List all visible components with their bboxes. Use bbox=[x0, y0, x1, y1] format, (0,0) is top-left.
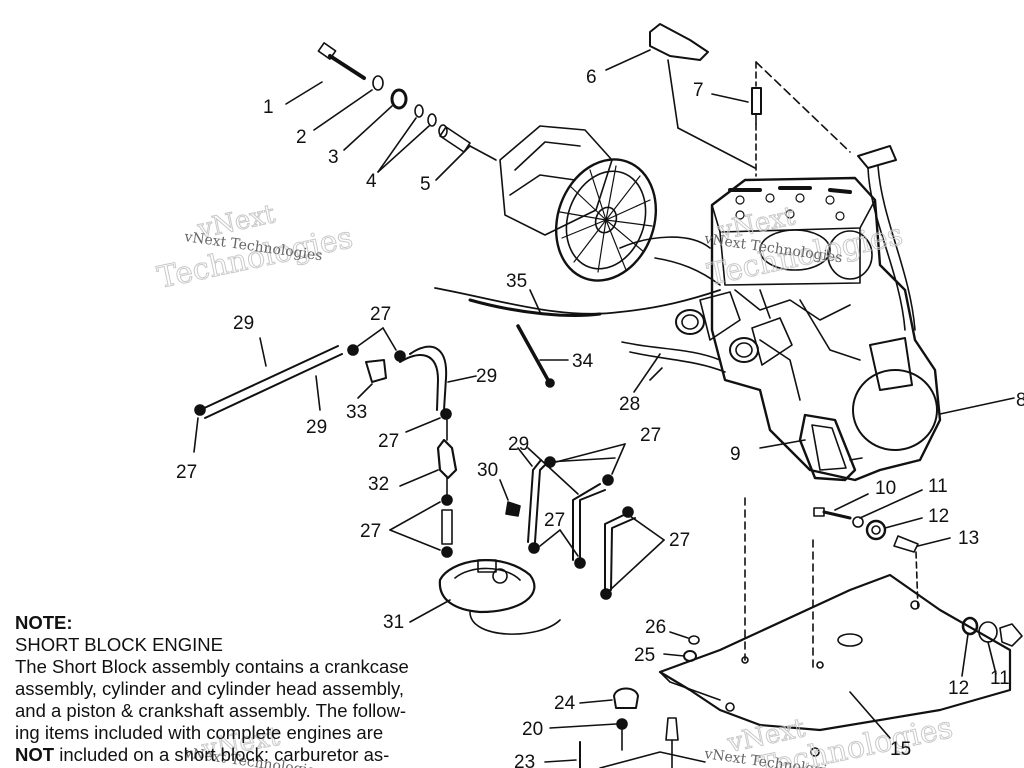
air-intake-part bbox=[759, 413, 863, 482]
callout-13: 13 bbox=[958, 528, 979, 549]
ring-part bbox=[343, 88, 408, 151]
damper-part bbox=[579, 687, 639, 709]
callout-5: 5 bbox=[420, 174, 431, 195]
note-line: assembly, cylinder and cylinder head ass… bbox=[15, 678, 405, 699]
callout-2: 2 bbox=[296, 127, 307, 148]
short-block-note: NOTE: SHORT BLOCK ENGINE The Short Block… bbox=[15, 612, 475, 766]
hose-clamp bbox=[389, 494, 453, 558]
callout-27: 27 bbox=[370, 304, 391, 325]
choke-cable bbox=[621, 341, 726, 393]
spark-plug-wire bbox=[857, 145, 916, 331]
carburetor-assembly bbox=[675, 289, 793, 366]
callout-29: 29 bbox=[233, 313, 254, 334]
callout-24: 24 bbox=[554, 693, 576, 714]
callout-31: 31 bbox=[383, 612, 404, 633]
callout-25: 25 bbox=[634, 645, 655, 666]
callout-23: 23 bbox=[514, 752, 535, 768]
callout-11-right: 11 bbox=[990, 668, 1010, 689]
tee-fitting-part bbox=[357, 359, 387, 399]
callout-27: 27 bbox=[176, 462, 197, 483]
callout-9: 9 bbox=[730, 444, 741, 465]
callout-29: 29 bbox=[476, 366, 497, 387]
fuel-line bbox=[199, 337, 477, 419]
callout-27: 27 bbox=[360, 521, 381, 542]
engine-mount-plate bbox=[658, 573, 1012, 739]
note-heading: NOTE: bbox=[15, 612, 73, 633]
throttle-cable bbox=[434, 236, 721, 317]
callout-20: 20 bbox=[522, 719, 543, 740]
callout-27: 27 bbox=[378, 431, 399, 452]
fitting-part bbox=[549, 717, 679, 768]
leader-line bbox=[939, 397, 1015, 415]
callout-27: 27 bbox=[640, 425, 661, 446]
callout-28: 28 bbox=[619, 394, 640, 415]
callout-3: 3 bbox=[328, 147, 339, 168]
bolt-part bbox=[285, 42, 366, 105]
hose-clamp bbox=[528, 443, 665, 600]
callout-33: 33 bbox=[346, 402, 367, 423]
callout-29: 29 bbox=[306, 417, 327, 438]
washer-part bbox=[313, 75, 384, 131]
callout-34: 34 bbox=[572, 351, 594, 372]
callout-32: 32 bbox=[368, 474, 389, 495]
callout-8: 8 bbox=[1016, 390, 1024, 411]
callout-1: 1 bbox=[263, 97, 274, 118]
hose-clamp bbox=[193, 327, 452, 453]
drive-clutch bbox=[499, 125, 658, 282]
long-bolt-part bbox=[516, 324, 569, 388]
stud-part bbox=[544, 741, 820, 768]
note-line: The Short Block assembly contains a cran… bbox=[15, 656, 409, 677]
nut-part bbox=[663, 631, 700, 662]
callout-6: 6 bbox=[586, 67, 597, 88]
callout-11: 11 bbox=[928, 476, 948, 497]
callout-15: 15 bbox=[890, 739, 911, 760]
fuel-pump-part bbox=[409, 559, 561, 635]
callout-4: 4 bbox=[366, 171, 377, 192]
callout-7: 7 bbox=[693, 80, 704, 101]
mount-hardware bbox=[813, 489, 951, 611]
note-line: NOT included on a short block: carbureto… bbox=[15, 744, 475, 766]
callout-labels: 1 2 3 4 5 6 7 8 9 10 11 12 13 12 11 15 2… bbox=[176, 67, 1024, 768]
callout-35: 35 bbox=[506, 271, 527, 292]
o-ring-part bbox=[377, 104, 437, 173]
washer-nut-part bbox=[961, 616, 1023, 677]
callout-27: 27 bbox=[544, 510, 565, 531]
note-line: and a piston & crankshaft assembly. The … bbox=[15, 700, 407, 721]
callout-26: 26 bbox=[645, 617, 666, 638]
bushing-part bbox=[435, 124, 497, 181]
fuel-line bbox=[517, 447, 636, 591]
callout-10: 10 bbox=[875, 478, 896, 499]
rotor-cap-part bbox=[605, 23, 756, 169]
callout-30: 30 bbox=[477, 460, 498, 481]
engine-block bbox=[710, 176, 942, 482]
callout-27: 27 bbox=[669, 530, 690, 551]
note-subheading: SHORT BLOCK ENGINE bbox=[15, 634, 224, 655]
callout-12-right: 12 bbox=[948, 678, 969, 699]
spark-plug-part bbox=[711, 61, 851, 177]
note-line: ing items included with complete engines… bbox=[15, 722, 384, 743]
callout-29: 29 bbox=[508, 434, 529, 455]
note-emphasis: NOT bbox=[15, 744, 55, 765]
fuel-filter-part bbox=[399, 419, 458, 501]
grommet-part bbox=[499, 479, 521, 517]
callout-12: 12 bbox=[928, 506, 949, 527]
note-line-rest: included on a short block: carburetor as… bbox=[54, 744, 390, 765]
